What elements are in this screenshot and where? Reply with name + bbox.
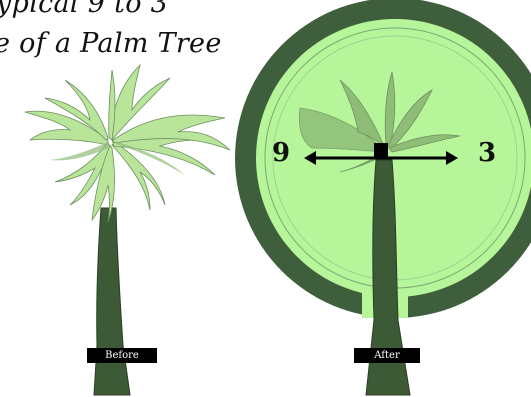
- palm-before-fronds: [25, 65, 230, 222]
- palm-before: [25, 65, 230, 395]
- palm-before-trunk: [94, 208, 130, 395]
- palm-after-hub: [374, 143, 388, 157]
- clock-mark-3: 3: [478, 140, 496, 166]
- before-label: Before: [87, 348, 157, 363]
- clock-mark-9: 9: [272, 140, 290, 166]
- after-label: After: [354, 348, 420, 363]
